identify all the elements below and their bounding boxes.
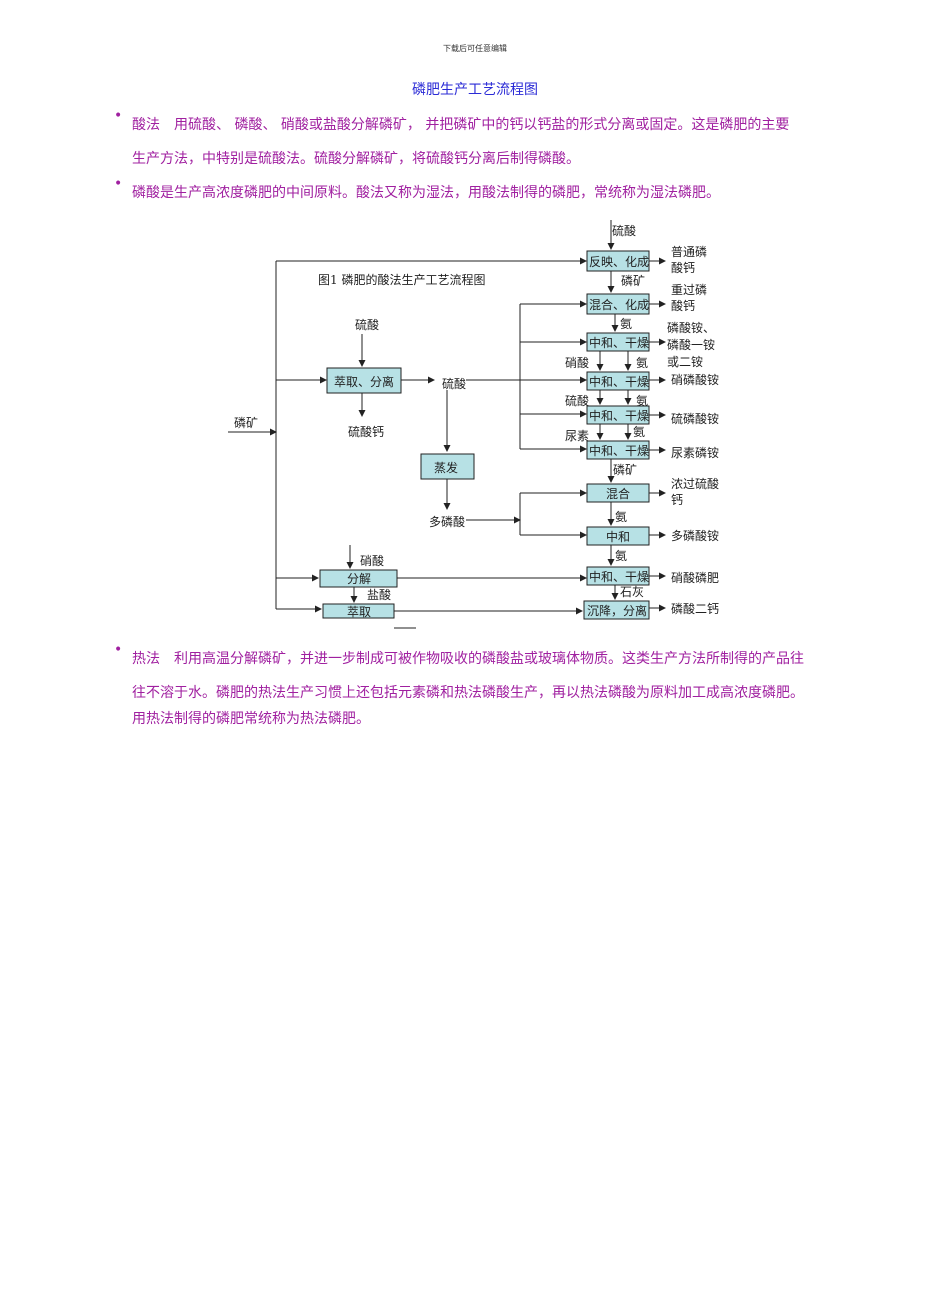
calcium-sulfate-label: 硫酸钙: [348, 424, 384, 439]
nitric-2-label: 硝酸: [360, 553, 384, 568]
box-extract-2-label: 萃取: [347, 605, 371, 619]
ammonia-2-label: 氨: [636, 356, 648, 370]
product-label: 酸钙: [671, 298, 695, 313]
diagram-caption: 图1 磷肥的酸法生产工艺流程图: [318, 272, 485, 287]
nitric-1-label: 硝酸: [565, 355, 589, 370]
bullet-text-line: 磷酸是生产高浓度磷肥的中间原料。酸法又称为湿法，用酸法制得的磷肥，常统称为湿法磷…: [132, 185, 720, 201]
top-acid-label: 硫酸: [612, 223, 636, 238]
sulfuric-2-label: 硫酸: [565, 393, 589, 408]
product-label: 硝磷酸铵: [671, 372, 719, 387]
bullet-dot: •: [114, 108, 123, 124]
box-nd3-label: 中和、干燥: [589, 408, 649, 423]
document-title: 磷肥生产工艺流程图: [412, 82, 538, 98]
bullet-text-line: 酸法 用硫酸、 磷酸、 硝酸或盐酸分解磷矿， 并把磷矿中的钙以钙盐的形式分离或固…: [132, 117, 790, 133]
product-label: 磷酸二钙: [671, 601, 719, 616]
box-neutralize-label: 中和: [606, 529, 630, 544]
bullet-text-line: 往不溶于水。磷肥的热法生产习惯上还包括元素磷和热法磷酸生产，再以热法磷酸为原料加…: [132, 685, 804, 701]
ammonia-4-label: 氨: [633, 425, 645, 439]
product-label: 磷酸铵、: [667, 320, 715, 335]
ammonia-6-label: 氨: [615, 549, 627, 563]
ammonia-3-label: 氨: [636, 394, 648, 408]
bullet-dot: •: [114, 642, 123, 658]
product-label: 重过磷: [671, 282, 707, 297]
product-label: 钙: [671, 493, 683, 507]
box-react-cure-label: 反映、化成: [589, 255, 649, 269]
header-note: 下载后可任意编辑: [443, 44, 507, 53]
bullet-dot: •: [114, 176, 123, 192]
box-nd4-label: 中和、干燥: [589, 443, 649, 458]
product-label: 普通磷: [671, 244, 707, 259]
box-nd1-label: 中和、干燥: [589, 335, 649, 350]
box-evaporate: [420, 453, 475, 480]
ammonia-5-label: 氨: [615, 510, 627, 524]
phosphoric-acid-label: 硫酸: [442, 376, 466, 391]
product-label: 尿素磷铵: [671, 445, 719, 460]
urea-label: 尿素: [565, 429, 589, 443]
lime-label: 石灰: [620, 585, 644, 599]
hcl-label: 盐酸: [367, 587, 391, 602]
rock-2-label: 磷矿: [613, 462, 637, 477]
rock-1-label: 磷矿: [621, 273, 645, 288]
product-label: 硝酸磷肥: [671, 570, 719, 585]
ammonia-1-label: 氨: [620, 317, 632, 331]
product-label: 多磷酸铵: [671, 528, 719, 543]
product-label: 酸钙: [671, 260, 695, 275]
bullet-text-line: 热法 利用高温分解磷矿，并进一步制成可被作物吸收的磷酸盐或玻璃体物质。这类生产方…: [132, 651, 804, 667]
box-mix-cure-label: 混合、化成: [589, 297, 649, 312]
box-decompose-label: 分解: [347, 572, 371, 586]
extract-acid-label: 硫酸: [355, 317, 379, 332]
product-label: 浓过硫酸: [671, 476, 719, 491]
box-neutralize: [586, 526, 650, 546]
input-rock-label: 磷矿: [234, 415, 258, 430]
product-label: 硫磷酸铵: [671, 411, 719, 426]
bullet-text-line: 生产方法，中特别是硫酸法。硫酸分解磷矿，将硫酸钙分离后制得磷酸。: [132, 151, 580, 167]
polyphosphoric-label: 多磷酸: [429, 514, 465, 529]
box-settle-separate: [583, 600, 650, 620]
box-evaporate-label: 蒸发: [434, 460, 458, 475]
box-nd5-label: 中和、干燥: [589, 569, 649, 584]
box-mix-label: 混合: [606, 486, 630, 501]
box-settle-separate-label: 沉降，分离: [587, 603, 647, 618]
box-nd2-label: 中和、干燥: [589, 374, 649, 389]
product-label: 或二铵: [667, 354, 703, 369]
bullet-text-line: 用热法制得的磷肥常统称为热法磷肥。: [132, 711, 370, 727]
box-neutralize-dry-2: [586, 371, 650, 391]
box-extract-separate-label: 萃取、分离: [334, 374, 394, 389]
product-label: 磷酸一铵: [667, 337, 715, 352]
